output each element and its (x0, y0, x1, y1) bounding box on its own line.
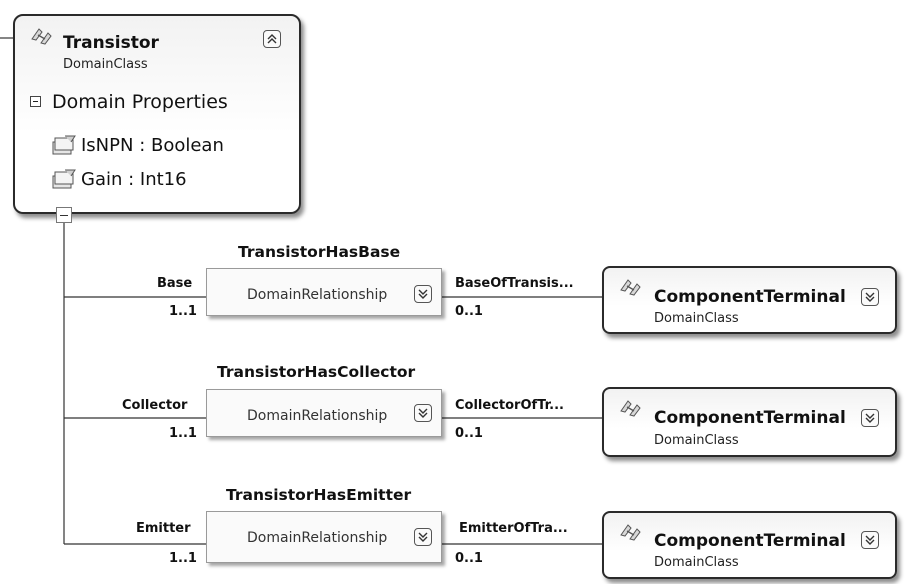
expand-button[interactable] (861, 288, 879, 306)
expand-chevron-icon (418, 532, 428, 542)
source-multiplicity: 1..1 (169, 551, 197, 566)
component-terminal-class-box[interactable]: ComponentTerminal DomainClass (602, 266, 897, 334)
domain-properties-header: Domain Properties (52, 91, 228, 113)
class-kind: DomainClass (654, 433, 739, 448)
relationship-box[interactable]: DomainRelationship (206, 268, 442, 316)
domain-class-icon (620, 279, 641, 296)
relationship-name: TransistorHasCollector (217, 363, 416, 381)
relationship-kind: DomainRelationship (247, 530, 388, 546)
relationship-name: TransistorHasBase (238, 243, 401, 261)
expand-chevron-icon (865, 535, 875, 545)
class-title: Transistor (63, 33, 159, 53)
expand-button[interactable] (414, 285, 432, 303)
collapse-chevron-icon (267, 34, 277, 44)
target-role: BaseOfTransis... (455, 276, 574, 291)
relationship-kind: DomainRelationship (247, 287, 388, 303)
class-title: ComponentTerminal (654, 408, 846, 428)
class-kind: DomainClass (654, 311, 739, 326)
domain-property-icon (52, 169, 76, 189)
expand-button[interactable] (861, 409, 879, 427)
expand-chevron-icon (418, 408, 428, 418)
tree-collapse-handle[interactable] (56, 207, 72, 223)
source-role: Collector (122, 398, 188, 413)
relationship-name: TransistorHasEmitter (226, 486, 412, 504)
class-title: ComponentTerminal (654, 287, 846, 307)
expand-chevron-icon (418, 289, 428, 299)
source-multiplicity: 1..1 (169, 304, 197, 319)
relationship-box[interactable]: DomainRelationship (206, 389, 442, 437)
target-role: EmitterOfTra... (459, 521, 568, 536)
source-role: Base (157, 276, 193, 291)
domain-class-icon (31, 28, 52, 45)
property-isnpn[interactable]: IsNPN : Boolean (81, 135, 224, 156)
domain-class-icon (620, 400, 641, 417)
class-title: ComponentTerminal (654, 531, 846, 551)
source-role: Emitter (136, 521, 191, 536)
source-multiplicity: 1..1 (169, 426, 197, 441)
collapse-button[interactable] (263, 30, 281, 48)
class-kind: DomainClass (654, 555, 739, 570)
expand-button[interactable] (861, 531, 879, 549)
transistor-class-box[interactable]: Transistor DomainClass Domain Properties… (13, 14, 301, 214)
domain-class-icon (620, 524, 641, 541)
expand-chevron-icon (865, 413, 875, 423)
target-multiplicity: 0..1 (455, 551, 483, 566)
expand-button[interactable] (414, 404, 432, 422)
target-multiplicity: 0..1 (455, 426, 483, 441)
relationship-kind: DomainRelationship (247, 408, 388, 424)
target-role: CollectorOfTr... (455, 398, 564, 413)
expand-chevron-icon (865, 292, 875, 302)
target-multiplicity: 0..1 (455, 304, 483, 319)
domain-property-icon (52, 135, 76, 155)
section-collapse-toggle[interactable] (30, 96, 41, 107)
property-gain[interactable]: Gain : Int16 (81, 169, 187, 190)
component-terminal-class-box[interactable]: ComponentTerminal DomainClass (602, 387, 897, 457)
expand-button[interactable] (414, 528, 432, 546)
relationship-box[interactable]: DomainRelationship (206, 511, 442, 563)
component-terminal-class-box[interactable]: ComponentTerminal DomainClass (602, 511, 897, 579)
class-kind: DomainClass (63, 57, 148, 72)
